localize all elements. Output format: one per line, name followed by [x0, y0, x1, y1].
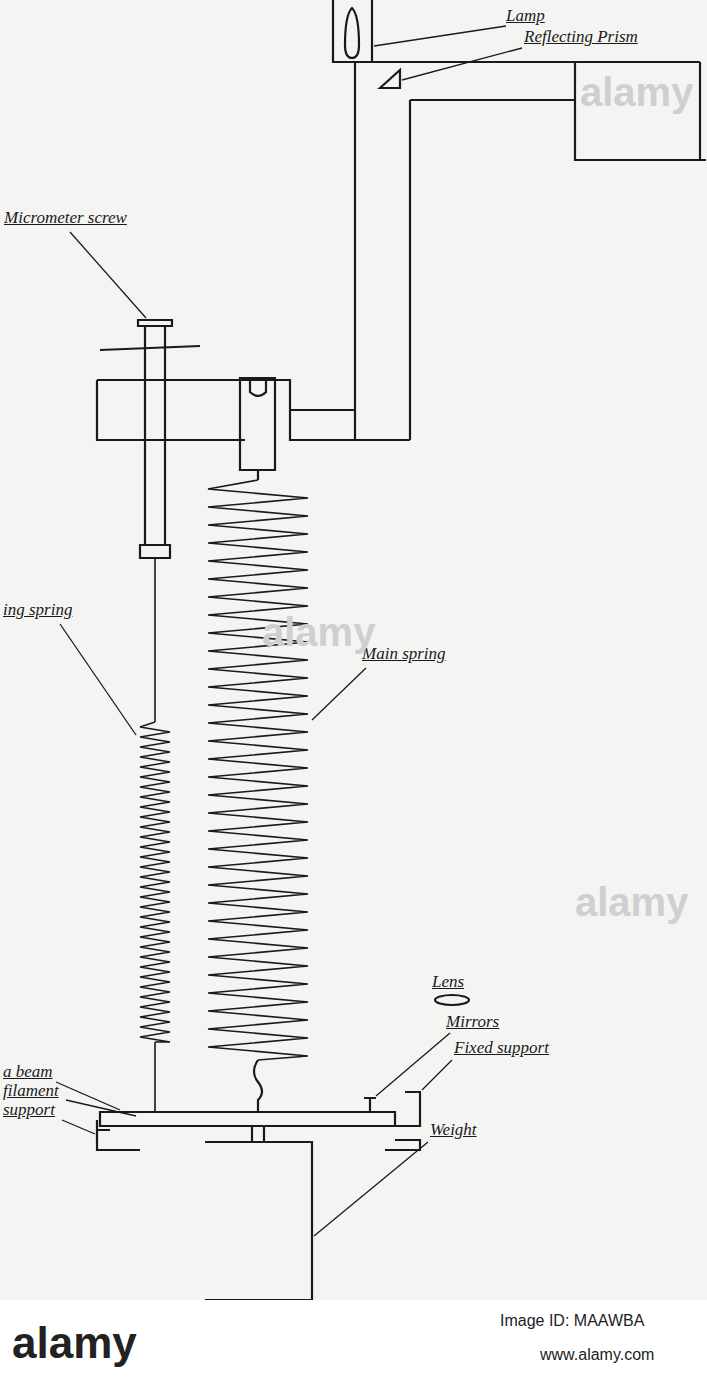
part-label: filament	[3, 1081, 59, 1101]
part-label: Fixed support	[454, 1038, 549, 1058]
frame-column	[409, 100, 411, 440]
watermark-band	[0, 1300, 707, 1390]
mirror	[364, 1098, 376, 1112]
lamp-housing	[333, 0, 372, 62]
frame-box	[575, 62, 706, 160]
frame-column	[354, 62, 356, 440]
main-spring-coil	[208, 480, 308, 1060]
leader-line	[402, 48, 522, 80]
part-label: a beam	[3, 1062, 53, 1082]
reflecting-prism	[380, 70, 400, 88]
leader-line	[374, 26, 506, 46]
part-label: Micrometer screw	[4, 208, 127, 228]
weight-block	[205, 1142, 312, 1300]
leader-line	[60, 624, 136, 735]
leader-line	[312, 668, 366, 720]
watermark-logo: alamy	[12, 1318, 137, 1368]
watermark: alamy	[580, 70, 693, 115]
spring-anchor-pin	[250, 378, 266, 396]
leader-line	[70, 232, 146, 318]
micrometer-dial	[100, 346, 200, 350]
micrometer-knob	[138, 320, 172, 326]
micrometer-shaft	[145, 326, 165, 545]
part-label: Lamp	[506, 6, 545, 26]
part-label: Weight	[430, 1120, 477, 1140]
leader-line	[314, 1142, 428, 1236]
watermark: alamy	[262, 610, 375, 655]
weight-rod	[252, 1126, 264, 1142]
leader-line	[376, 1033, 450, 1096]
spring-anchor	[240, 378, 275, 470]
part-label: Mirrors	[446, 1012, 499, 1032]
lens	[435, 995, 469, 1005]
part-label: ing spring	[3, 600, 72, 620]
fixed-support	[385, 1092, 420, 1150]
micrometer-nut	[140, 545, 170, 558]
frame-box	[699, 62, 701, 160]
image-id: Image ID: MAAWBA	[500, 1312, 644, 1330]
auxiliary-spring-coil	[140, 722, 170, 1042]
part-label: support	[3, 1100, 55, 1120]
leader-line	[66, 1100, 136, 1116]
watermark-url: www.alamy.com	[540, 1346, 654, 1364]
part-label: Reflecting Prism	[524, 27, 638, 47]
frame-arm	[372, 61, 700, 63]
leader-line	[56, 1082, 120, 1110]
watermark: alamy	[575, 880, 688, 925]
filament-support	[97, 1120, 140, 1150]
frame-arm	[410, 99, 575, 101]
beam	[100, 1112, 395, 1126]
spring-hook	[254, 470, 262, 1112]
leader-line	[62, 1120, 95, 1134]
lamp-bulb	[345, 8, 359, 58]
part-label: Lens	[432, 972, 464, 992]
leader-line	[422, 1060, 452, 1090]
